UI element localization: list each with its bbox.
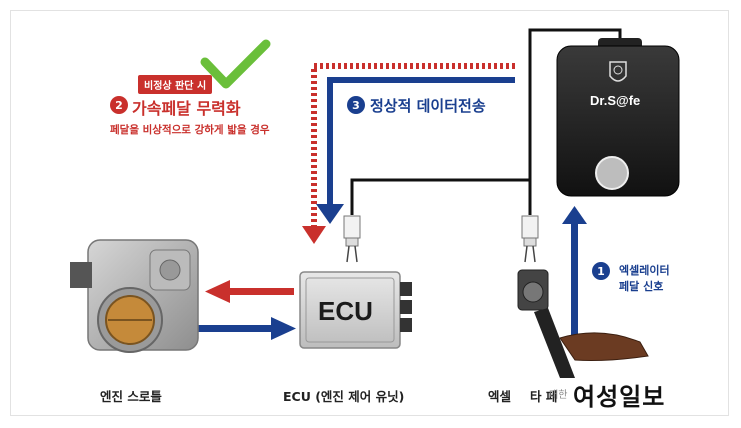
pedal-connector [521, 215, 539, 263]
step3-number: 3 [347, 96, 365, 114]
red-arrowhead-left [205, 280, 230, 303]
step1-number: 1 [592, 262, 610, 280]
red-dotted-path [311, 63, 515, 230]
blue-arrowhead-right [271, 317, 296, 340]
dr-safe-label: Dr.S@fe [590, 93, 641, 108]
step3-title: 정상적 데이터전송 [370, 97, 486, 115]
green-check-icon [200, 39, 271, 89]
step1-line1: 엑셀레이터 [619, 264, 670, 277]
step1-arrowhead [562, 206, 587, 224]
caption-engine-throttle: 엔진 스로틀 [100, 389, 162, 404]
caption-ecu: ECU (엔진 제어 유닛) [283, 389, 405, 404]
blue-path [327, 77, 515, 208]
diagram-frame [10, 10, 729, 416]
watermark-small: 대한 [549, 390, 568, 401]
ecu-label: ECU [318, 296, 373, 326]
ecu-box [299, 271, 412, 349]
step1-line2: 페달 신호 [619, 280, 664, 293]
ecu-connector [343, 215, 361, 263]
engine-throttle [70, 239, 199, 353]
blue-arrowhead [316, 204, 344, 224]
step2-title: 가속페달 무력화 [132, 99, 241, 118]
dr-safe-device [556, 38, 680, 197]
caption-pedal: 엑셀 [488, 389, 512, 404]
wire-ecu-to-junction [350, 178, 530, 215]
red-dotted-arrowhead [302, 226, 326, 244]
accelerator-pedal [517, 269, 649, 378]
wire-pedal-to-device [528, 28, 622, 215]
watermark-logo: 여성일보 [573, 383, 666, 411]
abnormal-badge: 비정상 판단 시 [138, 75, 213, 94]
step1-arrow-shaft [571, 222, 578, 342]
red-arrow-shaft [228, 288, 294, 295]
step2-number: 2 [110, 96, 128, 114]
step2-subtitle: 페달을 비상적으로 강하게 밟을 경우 [110, 124, 270, 136]
caption-pedal-tail: 타 페 [530, 389, 558, 404]
blue-arrow-shaft [195, 325, 273, 332]
